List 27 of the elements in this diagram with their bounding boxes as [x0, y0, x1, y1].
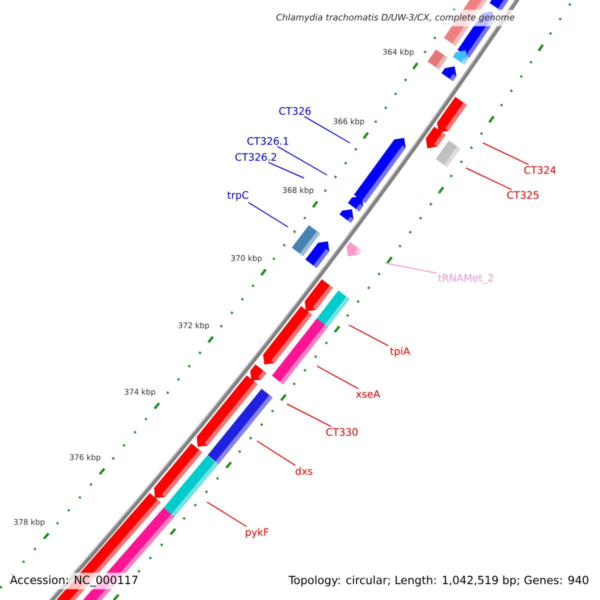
leader-line [348, 324, 389, 346]
gene-label: CT326 [279, 107, 311, 115]
gene-label: CT326.1 [247, 137, 288, 145]
leader-line [316, 366, 359, 390]
genome-info-text: Topology: circular; Length: 1,042,519 bp; Genes: 940 [286, 572, 592, 590]
title: Chlamydia trachomatis D/UW-3/CX, complete genome [272, 10, 519, 26]
leader-line [256, 440, 296, 466]
leader-line [384, 262, 437, 274]
leader-line [482, 142, 530, 166]
gene-label: CT326.2 [235, 153, 276, 161]
gene-label: xseA [356, 390, 380, 398]
gene-label: tpiA [390, 347, 410, 357]
leader-line [268, 162, 304, 178]
accession-text: Accession: NC_000117 [7, 572, 142, 590]
gene-label: dxs [296, 467, 312, 475]
gene-label: CT330 [326, 428, 358, 436]
gene-label: CT325 [507, 191, 538, 199]
gene-label: pykF [246, 528, 268, 538]
leader-line [276, 146, 328, 176]
gene-label: trpC [227, 191, 248, 201]
gene-label: CT324 [524, 166, 556, 174]
leader-line [286, 404, 332, 428]
gene-label: tRNAMet_2 [438, 274, 493, 284]
leader-line [248, 202, 288, 228]
leader-line [466, 168, 512, 190]
leader-line [206, 502, 248, 527]
leader-line [304, 116, 350, 144]
